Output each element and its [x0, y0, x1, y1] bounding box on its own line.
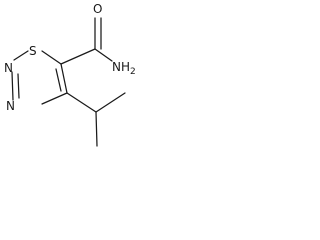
- atom-label-group: S N N O NH2: [4, 2, 136, 113]
- bond-c4-ch: [66, 92, 97, 113]
- molecule-diagram: S N N O NH2: [4, 2, 136, 147]
- bond-c-nh2: [94, 48, 113, 62]
- bond-n2-s: [13, 50, 29, 61]
- atom-nitrogen-top: N: [4, 61, 13, 75]
- atom-oxygen: O: [93, 2, 102, 16]
- amide-subscript: 2: [130, 67, 136, 77]
- bond-group: [11, 17, 126, 147]
- bond-c5-c4: [60, 63, 68, 94]
- bond-n3-n2-inner: [17, 73, 20, 99]
- bond-s-c5: [41, 50, 62, 65]
- atom-amide-nh: NH2: [112, 60, 136, 77]
- bond-n3-n2: [11, 71, 14, 101]
- bond-ch-me1: [95, 92, 126, 113]
- bond-c4-n3: [41, 92, 68, 105]
- atom-nitrogen-bottom: N: [6, 99, 15, 113]
- bond-ch-me2: [95, 111, 98, 147]
- amide-nh-text: NH: [112, 60, 130, 74]
- bond-c5-c4-inner: [55, 68, 62, 92]
- bond-c5-ccarbonyl: [60, 48, 96, 65]
- atom-sulfur: S: [29, 44, 37, 58]
